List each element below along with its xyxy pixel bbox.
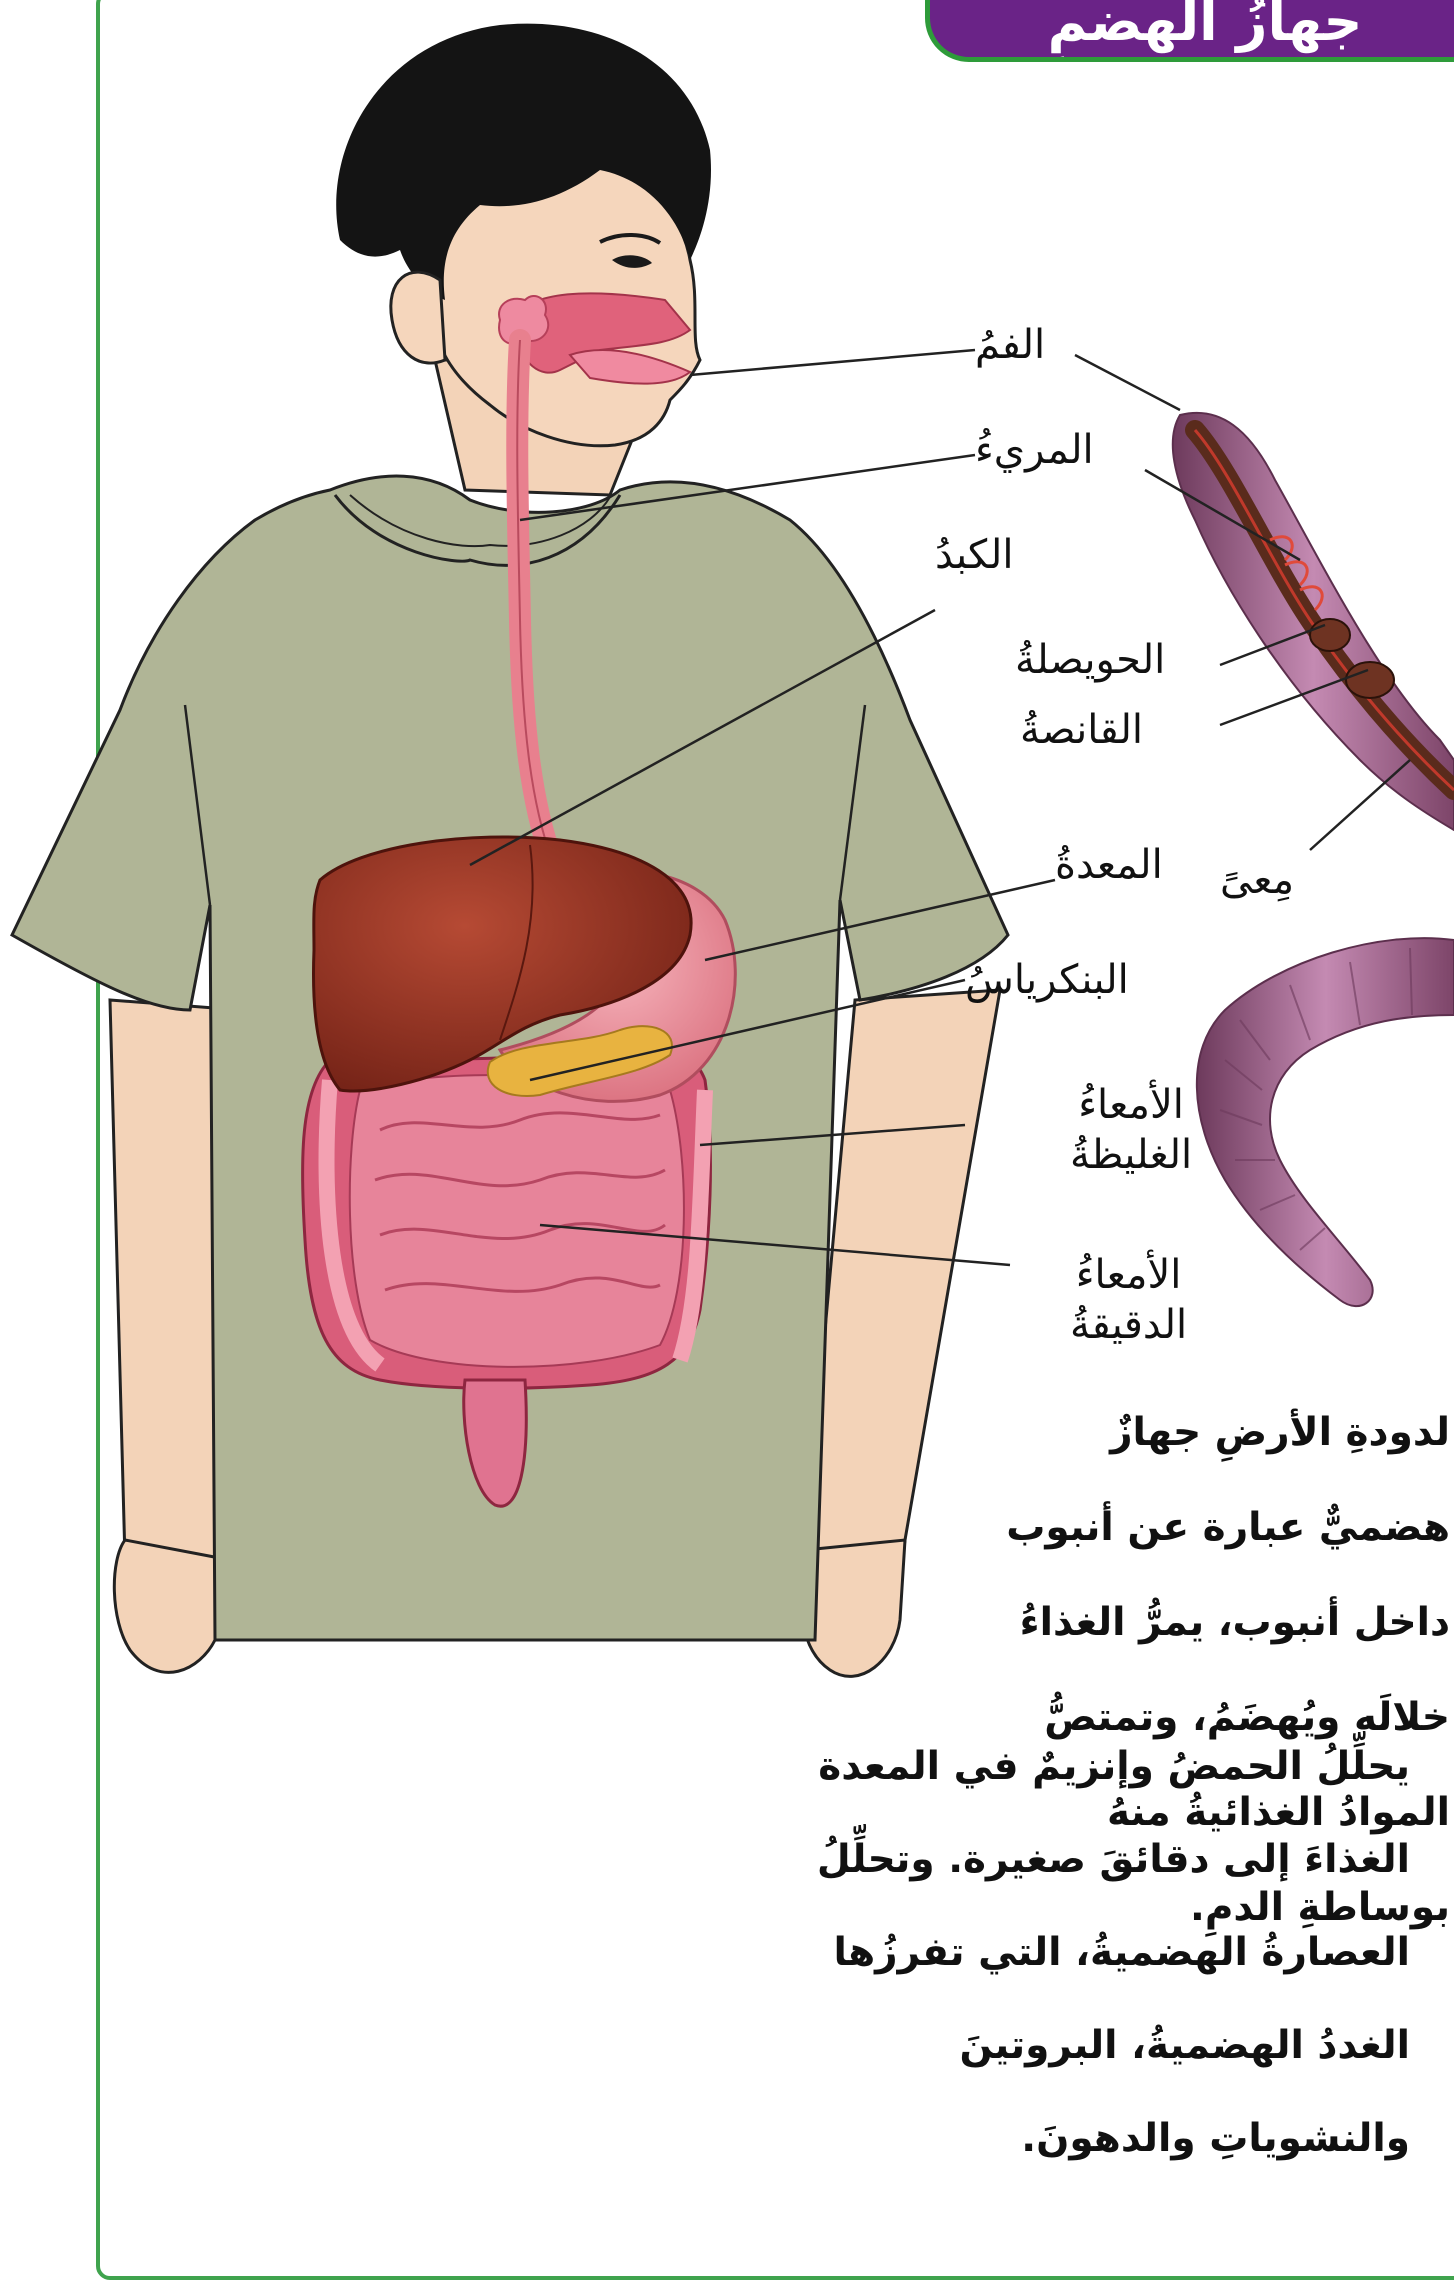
label-small-intestine: الأمعاءُ الدقيقةُ bbox=[1070, 1250, 1187, 1350]
label-small-intestine-line1: الأمعاءُ bbox=[1070, 1250, 1187, 1300]
ear bbox=[391, 272, 445, 363]
label-esophagus: المريءُ bbox=[975, 425, 1094, 475]
earthworm-lower bbox=[1197, 938, 1454, 1306]
earthworm-illustration bbox=[1173, 413, 1454, 1306]
label-worm-intestine: مِعىً bbox=[1220, 855, 1294, 905]
human-caption-line: الغذاءَ إلى دقائقَ صغيرة. وتحلِّلُ bbox=[790, 1813, 1410, 1906]
label-crop: الحويصلةُ bbox=[1015, 635, 1165, 685]
human-caption-line: والنشوياتِ والدهونَ. bbox=[790, 2092, 1410, 2185]
earthworm-caption-line: داخل أنبوب، يمرُّ الغذاءُ bbox=[950, 1575, 1450, 1670]
label-liver: الكبدُ bbox=[935, 530, 1013, 580]
earthworm-caption-line: لدودةِ الأرضِ جهازٌ bbox=[950, 1385, 1450, 1480]
leader-mouth-worm bbox=[1075, 355, 1180, 410]
label-stomach: المعدةُ bbox=[1055, 840, 1163, 890]
label-pancreas: البنكرياسُ bbox=[965, 955, 1129, 1005]
worm-crop bbox=[1310, 619, 1350, 651]
leader-mouth bbox=[690, 350, 975, 375]
human-caption-line: الغددُ الهضميةُ، البروتينَ bbox=[790, 1999, 1410, 2092]
label-large-intestine-line1: الأمعاءُ bbox=[1070, 1080, 1192, 1130]
human-caption-line: العصارةُ الهضميةُ، التي تفرزُها bbox=[790, 1906, 1410, 1999]
label-mouth: الفمُ bbox=[975, 320, 1045, 370]
label-large-intestine-line2: الغليظةُ bbox=[1070, 1130, 1192, 1180]
label-gizzard: القانصةُ bbox=[1020, 705, 1143, 755]
left-hand bbox=[114, 1540, 230, 1672]
label-large-intestine: الأمعاءُ الغليظةُ bbox=[1070, 1080, 1192, 1180]
earthworm-caption-line: هضميٌّ عبارة عن أنبوب bbox=[950, 1480, 1450, 1575]
leader-intestine-worm bbox=[1310, 760, 1410, 850]
worm-gizzard bbox=[1346, 662, 1394, 698]
label-small-intestine-line2: الدقيقةُ bbox=[1070, 1300, 1187, 1350]
human-digestion-caption: يحلِّلُ الحمضُ وإنزيمٌ في المعدة الغذاءَ… bbox=[790, 1720, 1410, 2185]
digestive-organs bbox=[303, 293, 736, 1506]
human-caption-line: يحلِّلُ الحمضُ وإنزيمٌ في المعدة bbox=[790, 1720, 1410, 1813]
